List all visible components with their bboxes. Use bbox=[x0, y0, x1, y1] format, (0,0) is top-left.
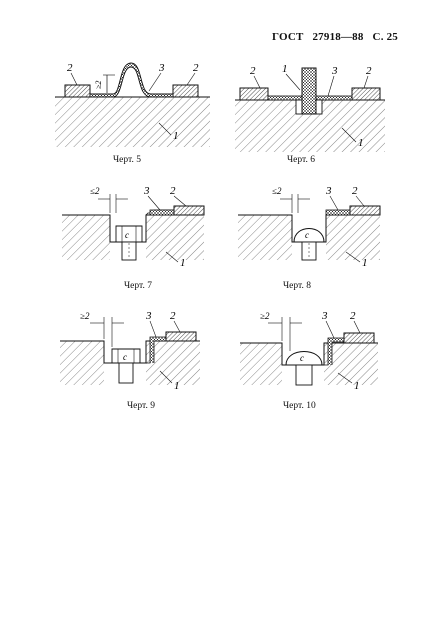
page-header: ГОСТ 27918—88 С. 25 bbox=[266, 31, 398, 43]
figure-5-label-1: 1 bbox=[173, 130, 179, 142]
figure-9-drawing: ≥2 3 2 c 1 bbox=[60, 310, 200, 392]
figure-7-label-1: 1 bbox=[180, 257, 186, 269]
figure-5-label-3: 3 bbox=[158, 62, 165, 74]
figure-6-label-3: 3 bbox=[331, 65, 338, 77]
figure-7-dim: ≤2 bbox=[90, 186, 100, 196]
figure-6-label-1-bottom: 1 bbox=[358, 137, 364, 149]
figure-6-caption: Черт. 6 bbox=[287, 155, 315, 165]
figure-10-label-1: 1 bbox=[354, 380, 360, 392]
figure-9-label-2: 2 bbox=[170, 310, 176, 322]
figure-10-caption: Черт. 10 bbox=[283, 401, 316, 411]
header-number: 27918—88 bbox=[312, 31, 364, 43]
figure-8-dim: ≤2 bbox=[272, 186, 282, 196]
figure-10-label-c: c bbox=[300, 353, 304, 363]
figure-8-caption: Черт. 8 bbox=[283, 281, 311, 291]
figure-10-label-3: 3 bbox=[321, 310, 328, 322]
figure-7-label-2: 2 bbox=[170, 185, 176, 197]
figure-7-drawing: ≤2 3 2 c 1 bbox=[62, 185, 205, 269]
figure-7-label-3: 3 bbox=[143, 185, 150, 197]
figure-6-drawing: 2 1 3 2 1 bbox=[235, 63, 385, 152]
figure-9-label-3: 3 bbox=[145, 310, 152, 322]
header-standard: ГОСТ bbox=[272, 31, 304, 43]
figure-5-caption: Черт. 5 bbox=[113, 155, 141, 165]
figure-10-dim: ≥2 bbox=[260, 311, 270, 321]
figure-7-label-c: c bbox=[125, 230, 129, 240]
figure-9-dim: ≥2 bbox=[80, 311, 90, 321]
figure-6-label-2-left: 2 bbox=[250, 65, 256, 77]
figure-6-label-1-top: 1 bbox=[282, 63, 288, 75]
figure-5-label-2-right: 2 bbox=[193, 62, 199, 74]
figure-5-label-2-left: 2 bbox=[67, 62, 73, 74]
figure-9-caption: Черт. 9 bbox=[127, 401, 155, 411]
figure-8-label-1: 1 bbox=[362, 257, 368, 269]
figure-8-label-c: c bbox=[305, 230, 309, 240]
figure-10-label-2: 2 bbox=[350, 310, 356, 322]
figure-5-dim: ≥2 bbox=[94, 81, 103, 89]
figure-8-drawing: ≤2 3 2 c 1 bbox=[238, 185, 381, 269]
figure-8-label-3: 3 bbox=[325, 185, 332, 197]
figure-9-label-1: 1 bbox=[174, 380, 180, 392]
figure-7-caption: Черт. 7 bbox=[124, 281, 152, 291]
figure-5-drawing: 2 3 2 1 ≥2 bbox=[55, 62, 210, 147]
header-page: С. 25 bbox=[372, 31, 398, 43]
figure-9-label-c: c bbox=[123, 352, 127, 362]
figure-6-label-2-right: 2 bbox=[366, 65, 372, 77]
figure-8-label-2: 2 bbox=[352, 185, 358, 197]
figure-10-drawing: ≥2 3 2 c 1 bbox=[240, 310, 378, 392]
